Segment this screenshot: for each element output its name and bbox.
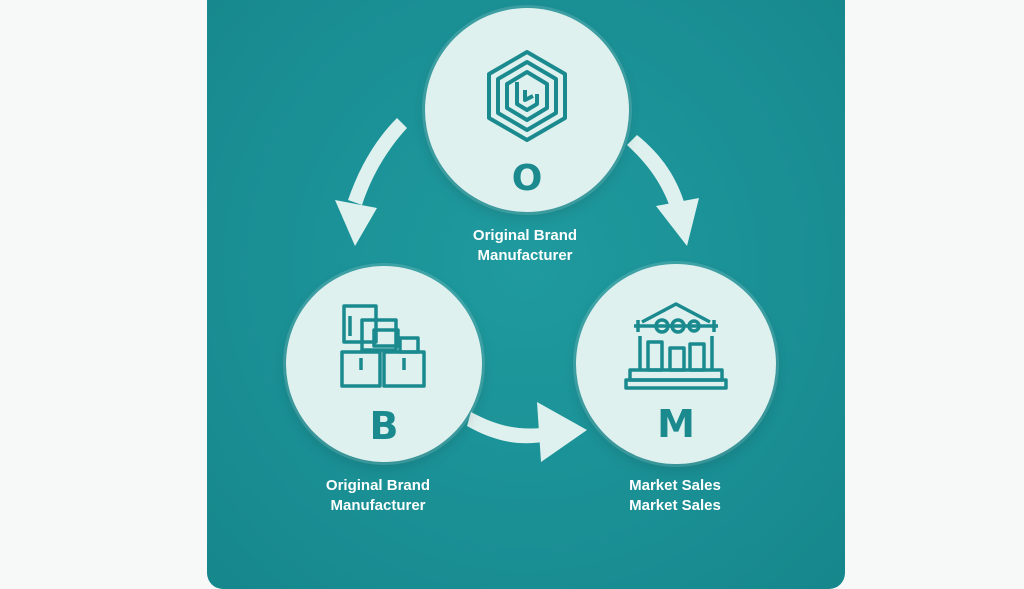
arrow-b-to-m	[467, 402, 587, 462]
node-b-letter: B	[369, 404, 399, 448]
node-b-caption: Original Brand Manufacturer	[297, 476, 459, 516]
arrow-o-to-b	[335, 118, 407, 246]
node-b-caption-line1: Original Brand	[325, 477, 431, 494]
node-m-caption-line1: Market Sales	[629, 477, 721, 494]
flow-arrows	[335, 118, 699, 462]
node-o: O	[425, 8, 629, 212]
node-o-caption-line1: Original Brand	[472, 227, 578, 244]
arrow-o-to-m	[627, 135, 699, 246]
node-m-caption-line2: Market Sales	[629, 497, 721, 514]
hexagon-cube-logo-icon	[487, 50, 567, 142]
node-b: B	[286, 266, 482, 462]
node-o-letter: O	[511, 158, 543, 199]
market-stall-icon	[624, 302, 728, 390]
node-m-letter: M	[657, 402, 695, 446]
node-o-caption-line2: Manufacturer	[477, 247, 573, 264]
node-b-caption-line2: Manufacturer	[330, 497, 426, 514]
node-m-caption: Market Sales Market Sales	[595, 476, 755, 516]
node-m: M	[576, 264, 776, 464]
stacked-boxes-icon	[340, 304, 426, 388]
node-o-caption: Original Brand Manufacturer	[445, 226, 605, 266]
diagram-panel: O Original Brand Manufacturer B Original…	[207, 0, 845, 589]
